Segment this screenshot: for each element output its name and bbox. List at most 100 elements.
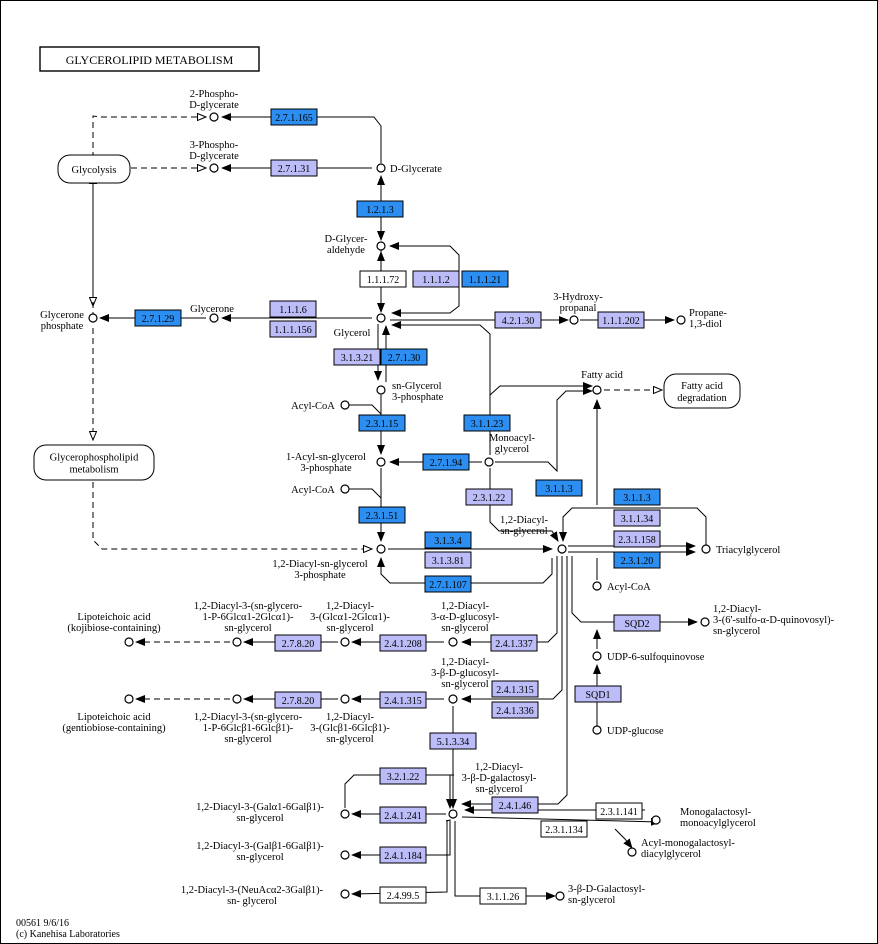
compound-label: 1,2-Diacyl-	[441, 657, 490, 668]
compound-1-2-diacyl-3-neuac-2-3gal-1-sn-glycerol[interactable]	[340, 889, 350, 899]
enzyme-2-3-1-15[interactable]: 2.3.1.15	[358, 414, 406, 432]
compound-acyl-monogalactosyl-diacylglycerol[interactable]	[627, 847, 637, 857]
enzyme-1-1-1-21[interactable]: 1.1.1.21	[461, 270, 509, 288]
enzyme-sqd1[interactable]: SQD1	[574, 685, 622, 703]
compound-1-2-diacyl-3-gal-1-6gal-1-sn-glycerol[interactable]	[340, 809, 350, 819]
compound-1-2-diacyl-3-sn-glycero-1-p-6glc-1-2glc-1-sn-glycerol[interactable]	[232, 637, 242, 647]
enzyme-label: 1.1.1.6	[279, 305, 307, 316]
compound-1-2-diacyl-sn-glycerol-3-phosphate[interactable]	[376, 544, 386, 554]
enzyme-2-7-1-29[interactable]: 2.7.1.29	[134, 309, 182, 327]
compound-2-phospho-d-glycerate[interactable]	[209, 112, 219, 122]
compound-sn-glycerol-3-phosphate[interactable]	[376, 385, 386, 395]
enzyme-3-1-1-3[interactable]: 3.1.1.3	[613, 488, 661, 506]
enzyme-2-4-1-336[interactable]: 2.4.1.336	[491, 701, 539, 719]
enzyme-2-7-1-30[interactable]: 2.7.1.30	[380, 348, 428, 366]
enzyme-2-4-1-184[interactable]: 2.4.1.184	[379, 846, 427, 864]
compound-udp-glucose[interactable]	[592, 725, 602, 735]
enzyme-2-4-1-46[interactable]: 2.4.1.46	[491, 796, 539, 814]
enzyme-1-1-1-6[interactable]: 1.1.1.6	[269, 300, 317, 318]
enzyme-3-1-3-81[interactable]: 3.1.3.81	[424, 551, 472, 569]
enzyme-2-4-1-315[interactable]: 2.4.1.315	[379, 691, 427, 709]
enzyme-2-7-1-31[interactable]: 2.7.1.31	[270, 159, 318, 177]
enzyme-1-1-1-2[interactable]: 1.1.1.2	[412, 270, 460, 288]
enzyme-2-3-1-22[interactable]: 2.3.1.22	[465, 488, 513, 506]
enzyme-2-4-99-5[interactable]: 2.4.99.5	[379, 886, 427, 904]
compound-1-2-diacyl-3-gal-1-6gal-1-sn-glycerol[interactable]	[340, 850, 350, 860]
enzyme-2-3-1-20[interactable]: 2.3.1.20	[613, 551, 661, 569]
enzyme-5-1-3-34[interactable]: 5.1.3.34	[429, 732, 477, 750]
compound-1-acyl-sn-glycerol-3-phosphate[interactable]	[376, 457, 386, 467]
compound-label: D-glycerate	[189, 100, 239, 111]
compound-1-2-diacyl-3-d-galactosyl-sn-glycerol[interactable]	[448, 809, 458, 819]
compound-3-phospho-d-glycerate[interactable]	[209, 163, 219, 173]
compound-label: sn-glycerol	[713, 626, 760, 637]
compound-1-2-diacyl-3-d-glucosyl-sn-glycerol[interactable]	[448, 637, 458, 647]
enzyme-2-7-8-20[interactable]: 2.7.8.20	[274, 691, 322, 709]
enzyme-4-2-1-30[interactable]: 4.2.1.30	[494, 311, 542, 329]
compound-monogalactosyl-monoacylglycerol[interactable]	[651, 815, 661, 825]
compound-glycerol[interactable]	[376, 313, 386, 323]
compound-label: 1,2-Diacyl-	[475, 762, 524, 773]
enzyme-2-7-1-107[interactable]: 2.7.1.107	[424, 575, 472, 593]
compound-label: 3-β-D-galactosyl-	[462, 773, 537, 784]
enzyme-label: 1.1.1.21	[469, 275, 502, 286]
compound-acyl-coa[interactable]	[340, 484, 350, 494]
enzyme-sqd2[interactable]: SQD2	[613, 614, 661, 632]
compound-1-2-diacyl-3-sn-glycero-1-p-6glc-1-6glc-1-sn-glycerol[interactable]	[232, 694, 242, 704]
compound-1-2-diacyl-3-6-sulfo-d-quinovosyl-sn-glycerol[interactable]	[700, 617, 710, 627]
compound-1-2-diacyl-3-glc-1-6glc-1-sn-glycerol[interactable]	[340, 694, 350, 704]
compound-acyl-coa[interactable]	[340, 400, 350, 410]
enzyme-3-2-1-22[interactable]: 3.2.1.22	[379, 767, 427, 785]
enzyme-label: 3.2.1.22	[387, 772, 420, 783]
enzyme-2-4-1-315[interactable]: 2.4.1.315	[491, 680, 539, 698]
compound-1-2-diacyl-3-glc-1-2glc-1-sn-glycerol[interactable]	[340, 637, 350, 647]
enzyme-2-7-1-94[interactable]: 2.7.1.94	[422, 453, 470, 471]
map-link-glycolysis[interactable]: Glycolysis	[57, 154, 131, 184]
enzyme-2-3-1-134[interactable]: 2.3.1.134	[540, 820, 588, 838]
compound-glycerone[interactable]	[209, 313, 219, 323]
enzyme-3-1-1-34[interactable]: 3.1.1.34	[613, 509, 661, 527]
compound-label: aldehyde	[327, 245, 365, 256]
enzyme-3-1-1-26[interactable]: 3.1.1.26	[479, 887, 527, 905]
enzyme-label: 3.1.1.23	[471, 419, 504, 430]
map-footer: 00561 9/6/16(c) Kanehisa Laboratories	[16, 918, 120, 940]
compound-monoacyl-glycerol[interactable]	[484, 457, 494, 467]
compound-3-hydroxy-propanal[interactable]	[569, 315, 579, 325]
compound-fatty-acid[interactable]	[592, 385, 602, 395]
enzyme-3-1-3-4[interactable]: 3.1.3.4	[424, 531, 472, 549]
compound-propane-1-3-diol[interactable]	[676, 315, 686, 325]
compound-d-glycer-aldehyde[interactable]	[376, 241, 386, 251]
compound-label: 3-phosphate	[294, 570, 346, 581]
enzyme-3-1-1-3[interactable]: 3.1.1.3	[535, 479, 583, 497]
enzyme-3-1-3-21[interactable]: 3.1.3.21	[333, 348, 381, 366]
compound-label: D-glycerate	[189, 151, 239, 162]
enzyme-1-2-1-3[interactable]: 1.2.1.3	[356, 200, 404, 218]
compound-d-glycerate[interactable]	[376, 163, 386, 173]
enzyme-2-3-1-141[interactable]: 2.3.1.141	[595, 802, 643, 820]
enzyme-3-1-1-23[interactable]: 3.1.1.23	[463, 414, 511, 432]
compound-triacylglycerol[interactable]	[701, 544, 711, 554]
compound-glycerone-phosphate[interactable]	[88, 313, 98, 323]
compound-label: UDP-6-sulfoquinovose	[607, 652, 705, 663]
compound-lipoteichoic-acid-kojibiose-containing[interactable]	[124, 637, 134, 647]
compound-1-2-diacyl-3-d-glucosyl-sn-glycerol[interactable]	[448, 694, 458, 704]
enzyme-1-1-1-156[interactable]: 1.1.1.156	[269, 320, 317, 338]
enzyme-2-3-1-158[interactable]: 2.3.1.158	[613, 530, 661, 548]
compound-3-d-galactosyl-sn-glycerol[interactable]	[555, 891, 565, 901]
compound-lipoteichoic-acid-gentiobiose-containing[interactable]	[124, 694, 134, 704]
compound-label: 3-(6'-sulfo-α-D-quinovosyl)-	[713, 615, 835, 626]
enzyme-1-1-1-202[interactable]: 1.1.1.202	[597, 311, 645, 329]
enzyme-2-4-1-208[interactable]: 2.4.1.208	[379, 634, 427, 652]
compound-1-2-diacyl-sn-glycerol[interactable]	[557, 544, 567, 554]
enzyme-2-4-1-241[interactable]: 2.4.1.241	[379, 806, 427, 824]
enzyme-2-4-1-337[interactable]: 2.4.1.337	[490, 634, 538, 652]
compound-udp-6-sulfoquinovose[interactable]	[592, 651, 602, 661]
compound-label: Acyl-CoA	[291, 485, 335, 496]
enzyme-1-1-1-72[interactable]: 1.1.1.72	[359, 270, 407, 288]
compound-acyl-coa[interactable]	[592, 581, 602, 591]
enzyme-2-7-8-20[interactable]: 2.7.8.20	[274, 634, 322, 652]
enzyme-2-3-1-51[interactable]: 2.3.1.51	[358, 506, 406, 524]
enzyme-2-7-1-165[interactable]: 2.7.1.165	[270, 108, 318, 126]
